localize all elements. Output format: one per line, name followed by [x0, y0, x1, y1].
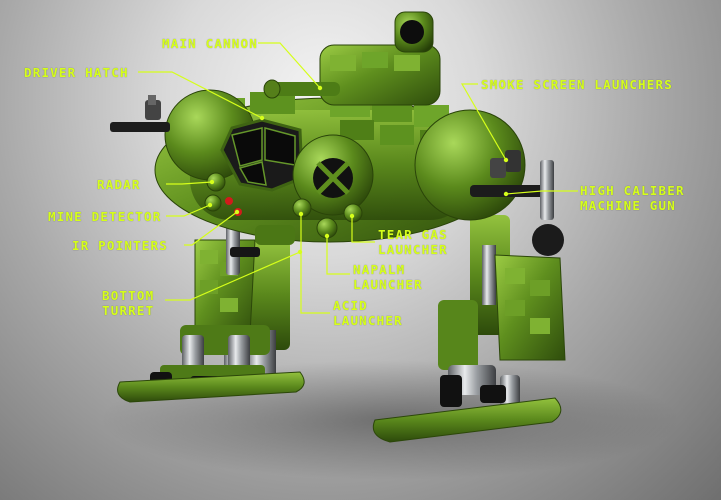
leader-napalm [326, 236, 350, 275]
label-smoke-screen-launchers: SMOKE SCREEN LAUNCHERS [481, 77, 673, 92]
label-napalm-line2: LAUNCHER [353, 277, 423, 292]
turret [263, 11, 441, 106]
chest-sphere [292, 134, 374, 216]
label-ir-pointers: IR POINTERS [72, 238, 168, 253]
label-radar: RADAR [97, 177, 141, 192]
label-mine-detector: MINE DETECTOR [48, 209, 162, 224]
tear-gas-launcher-pod [343, 203, 363, 223]
left-machine-gun [110, 95, 170, 132]
front-right-leg [372, 254, 566, 443]
leader-lines [138, 42, 578, 314]
label-bottom-turret-line2: TURRET [102, 303, 155, 318]
label-napalm-line1: NAPALM [353, 262, 406, 277]
label-high-caliber-line1: HIGH CALIBER [580, 183, 685, 198]
acid-launcher-pod [292, 198, 312, 218]
leader-smoke-screen [460, 83, 507, 161]
leader-main-cannon [258, 42, 321, 89]
right-machine-gun [470, 150, 554, 220]
leader-mine-detector [166, 204, 211, 217]
front-left-leg [117, 205, 305, 403]
label-high-caliber-machine-gun: HIGH CALIBER MACHINE GUN [580, 183, 685, 213]
bottom-turret [230, 225, 295, 257]
label-bottom-turret: BOTTOM TURRET [102, 288, 154, 318]
label-tear-gas-launcher: TEAR GAS LAUNCHER [378, 227, 448, 257]
label-acid-line1: ACID [333, 298, 368, 313]
label-main-cannon: MAIN CANNON [162, 36, 258, 51]
label-acid-line2: LAUNCHER [333, 313, 403, 328]
label-tear-gas-line2: LAUNCHER [378, 242, 448, 257]
ir-pointer-1 [225, 197, 233, 205]
leader-ir-pointers [184, 211, 238, 246]
label-tear-gas-line1: TEAR GAS [378, 227, 448, 242]
leader-acid [300, 214, 330, 314]
leader-dots [207, 85, 509, 255]
leader-radar [166, 181, 213, 185]
label-bottom-turret-line1: BOTTOM [102, 288, 155, 303]
leader-bottom-turret [165, 251, 301, 301]
mine-detector-dish [204, 194, 222, 212]
label-driver-hatch: DRIVER HATCH [24, 65, 129, 80]
leader-tear-gas [351, 216, 375, 243]
label-napalm-launcher: NAPALM LAUNCHER [353, 262, 423, 292]
leader-high-caliber [505, 190, 578, 195]
leader-driver-hatch [138, 71, 263, 119]
label-acid-launcher: ACID LAUNCHER [333, 298, 403, 328]
label-high-caliber-line2: MACHINE GUN [580, 198, 676, 213]
